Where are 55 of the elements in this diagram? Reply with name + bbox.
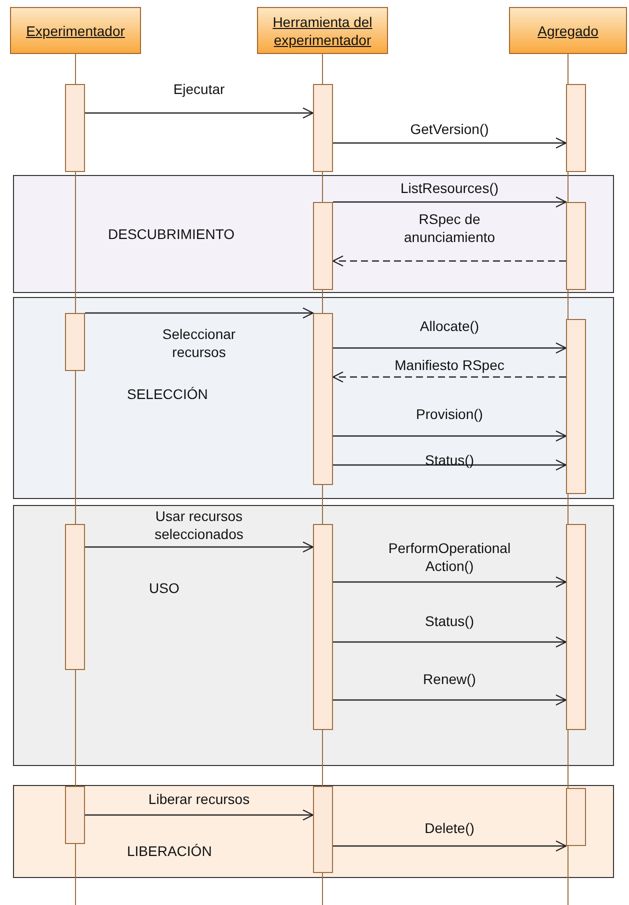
- message-label: Ejecutar: [172, 80, 226, 98]
- message-arrow: [332, 371, 566, 383]
- activation-bar: [65, 524, 85, 670]
- message-arrow: [333, 342, 567, 354]
- message-arrow: [333, 636, 567, 648]
- message-arrow: [333, 430, 567, 442]
- message-label: Status(): [424, 612, 475, 630]
- message-arrow: [85, 541, 314, 553]
- message-label: GetVersion(): [409, 120, 490, 138]
- message-arrow: [333, 840, 567, 852]
- message-label: Delete(): [424, 819, 476, 837]
- message-label: PerformOperational Action(): [387, 539, 512, 575]
- message-label: Status(): [424, 451, 475, 469]
- phase-frame: [13, 175, 614, 293]
- message-arrow: [85, 809, 314, 821]
- message-label: Allocate(): [418, 317, 480, 335]
- activation-bar: [65, 84, 85, 172]
- message-label: Renew(): [422, 670, 477, 688]
- activation-bar: [313, 84, 333, 172]
- participant-box: Experimentador: [10, 7, 141, 54]
- message-arrow: [333, 694, 567, 706]
- message-label: Provision(): [415, 405, 484, 423]
- message-arrow: [333, 137, 567, 149]
- message-arrow: [85, 307, 314, 319]
- message-arrow: [332, 255, 566, 267]
- phase-frame: [13, 505, 614, 766]
- phase-label: DESCUBRIMIENTO: [108, 226, 235, 242]
- phase-label: LIBERACIÓN: [127, 843, 212, 859]
- message-label: ListResources(): [399, 179, 500, 197]
- activation-bar: [566, 788, 586, 846]
- activation-bar: [313, 313, 333, 485]
- activation-bar: [313, 786, 333, 873]
- activation-bar: [313, 524, 333, 730]
- phase-label: SELECCIÓN: [127, 386, 208, 402]
- message-label: Manifiesto RSpec: [394, 356, 506, 374]
- activation-bar: [313, 202, 333, 290]
- message-arrow: [333, 196, 567, 208]
- message-arrow: [333, 459, 567, 471]
- message-arrow: [333, 576, 567, 588]
- activation-bar: [65, 786, 85, 844]
- message-label: Usar recursos seleccionados: [154, 507, 244, 543]
- message-label: RSpec de anunciamiento: [402, 210, 496, 246]
- participant-box: Agregado: [509, 7, 627, 54]
- activation-bar: [566, 84, 586, 172]
- message-arrow: [85, 107, 314, 119]
- activation-bar: [65, 313, 85, 371]
- phase-label: USO: [149, 580, 180, 596]
- message-label: Seleccionar recursos: [161, 325, 237, 361]
- phase-frame: [13, 785, 614, 878]
- activation-bar: [566, 202, 586, 290]
- activation-bar: [566, 524, 586, 730]
- participant-box: Herramienta del experimentador: [257, 7, 388, 54]
- message-label: Liberar recursos: [147, 790, 251, 808]
- activation-bar: [566, 319, 586, 494]
- phase-frame: [13, 297, 614, 499]
